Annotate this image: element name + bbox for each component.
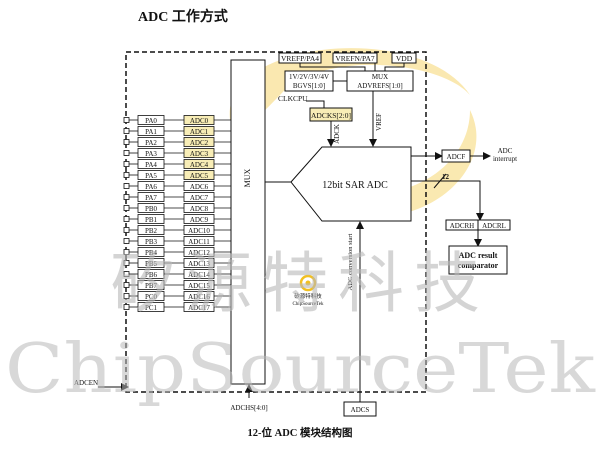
pin-terminal [123,227,130,233]
result-bus-line [411,180,484,221]
vrefp-pin-label: VREFP/PA4 [281,54,319,63]
pin-terminal [123,238,130,244]
pin-label: PB7 [145,282,158,290]
conversion-start-label: ADC conversion start [347,233,354,290]
pin-terminal [123,205,130,211]
channel-label: ADC2 [190,139,209,147]
pin-label: PA4 [145,161,157,169]
adcen-label: ADCEN [74,379,98,387]
channel-label: ADC8 [190,205,209,213]
pin-label: PB0 [145,205,158,213]
pin-label: PC0 [145,293,158,301]
ref-mux-line2: ADVREFS[1:0] [357,82,403,90]
pin-terminal [123,172,130,178]
pin-label: PB1 [145,216,158,224]
pin-terminal [123,161,130,167]
channel-label: ADC13 [188,260,210,268]
result-comparator-block [448,245,508,275]
logo-cn-text: 矽源特科技 [294,292,322,300]
page-heading: ADC 工作方式 [138,8,228,25]
pin-terminal [123,183,130,189]
pin-terminal [123,128,130,134]
adck-label: ADCK [333,124,341,144]
pin-label: PB4 [145,249,158,257]
channel-label: ADC6 [190,183,209,191]
pin-label: PA2 [145,139,157,147]
pin-label: PA3 [145,150,157,158]
channel-label: ADC17 [188,304,210,312]
interrupt-label-1: ADC [498,147,513,155]
clkcpu-label: CLKCPU [278,94,308,103]
clk-line [306,100,325,108]
logo-swirl-watermark [229,48,477,218]
pin-label: PB5 [145,260,158,268]
pin-label: PB6 [145,271,158,279]
sar-adc-block [290,146,412,222]
channel-label: ADC7 [190,194,209,202]
channel-label: ADC9 [190,216,209,224]
adcrl-label: ADCRL [482,222,506,230]
pin-label: PB3 [145,238,158,246]
bus-width-label: 12 [442,173,450,181]
logo-en-text: ChipSourceTek [292,302,324,307]
channel-label: ADC14 [188,271,210,279]
channel-label: ADC1 [190,128,209,136]
channel-label: ADC10 [188,227,210,235]
input-mux-block [230,59,266,385]
pin-label: PA6 [145,183,157,191]
channel-label: ADC12 [188,249,210,257]
pin-label: PB2 [145,227,158,235]
interrupt-label-2: interrupt [493,155,517,163]
pin-label: PA0 [145,117,157,125]
pin-label: PA7 [145,194,157,202]
pin-terminal [123,139,130,145]
vref-label: VREF [375,113,383,131]
vrefn-pin-box [332,52,378,64]
channel-label: ADC15 [188,282,210,290]
channel-label: ADC16 [188,293,210,301]
channel-label: ADC11 [188,238,210,246]
pin-terminal [123,216,130,222]
sar-adc-label: 12bit SAR ADC [322,180,388,191]
adcs-block [343,401,377,417]
adchs-label: ADCHS[4:0] [230,404,267,412]
pin-terminal [123,194,130,200]
vref-line-1 [299,63,366,72]
result-comparator-label-1: ADC result [459,251,498,260]
watermark-en: ChipSourceTek [5,330,596,409]
adcs-label: ADCS [351,406,370,414]
vrefn-pin-label: VREFN/PA7 [335,54,375,63]
vdd-pin-label: VDD [396,54,413,63]
pin-label: PA1 [145,128,157,136]
adcrl-block [477,219,511,231]
adcrh-label: ADCRH [450,222,475,230]
chipsourcetek-logo: 矽源特科技 ChipSourceTek [292,274,324,307]
pin-terminal [123,150,130,156]
pin-label: PA5 [145,172,157,180]
channel-label: ADC5 [190,172,209,180]
figure-caption: 12-位 ADC 模块结构图 [248,426,353,439]
bgvs-line2: BGVS[1:0] [293,82,325,90]
adcks-label: ADCKS[2:0] [311,111,351,120]
watermark-cn: 矽源特科技 [110,245,490,322]
ref-mux-line1: MUX [372,73,388,81]
adcf-label: ADCF [447,153,466,161]
vref-line-3 [384,63,405,72]
bus-slash [433,173,447,189]
input-mux-label: MUX [243,168,252,187]
channel-label: ADC4 [190,161,209,169]
channel-label: ADC0 [190,117,209,125]
pin-label: PC1 [145,304,158,312]
channel-label: ADC3 [190,150,209,158]
bgvs-line1: 1V/2V/3V/4V [289,73,329,81]
pin-terminal [123,117,130,123]
result-comparator-label-2: comparator [458,261,499,270]
